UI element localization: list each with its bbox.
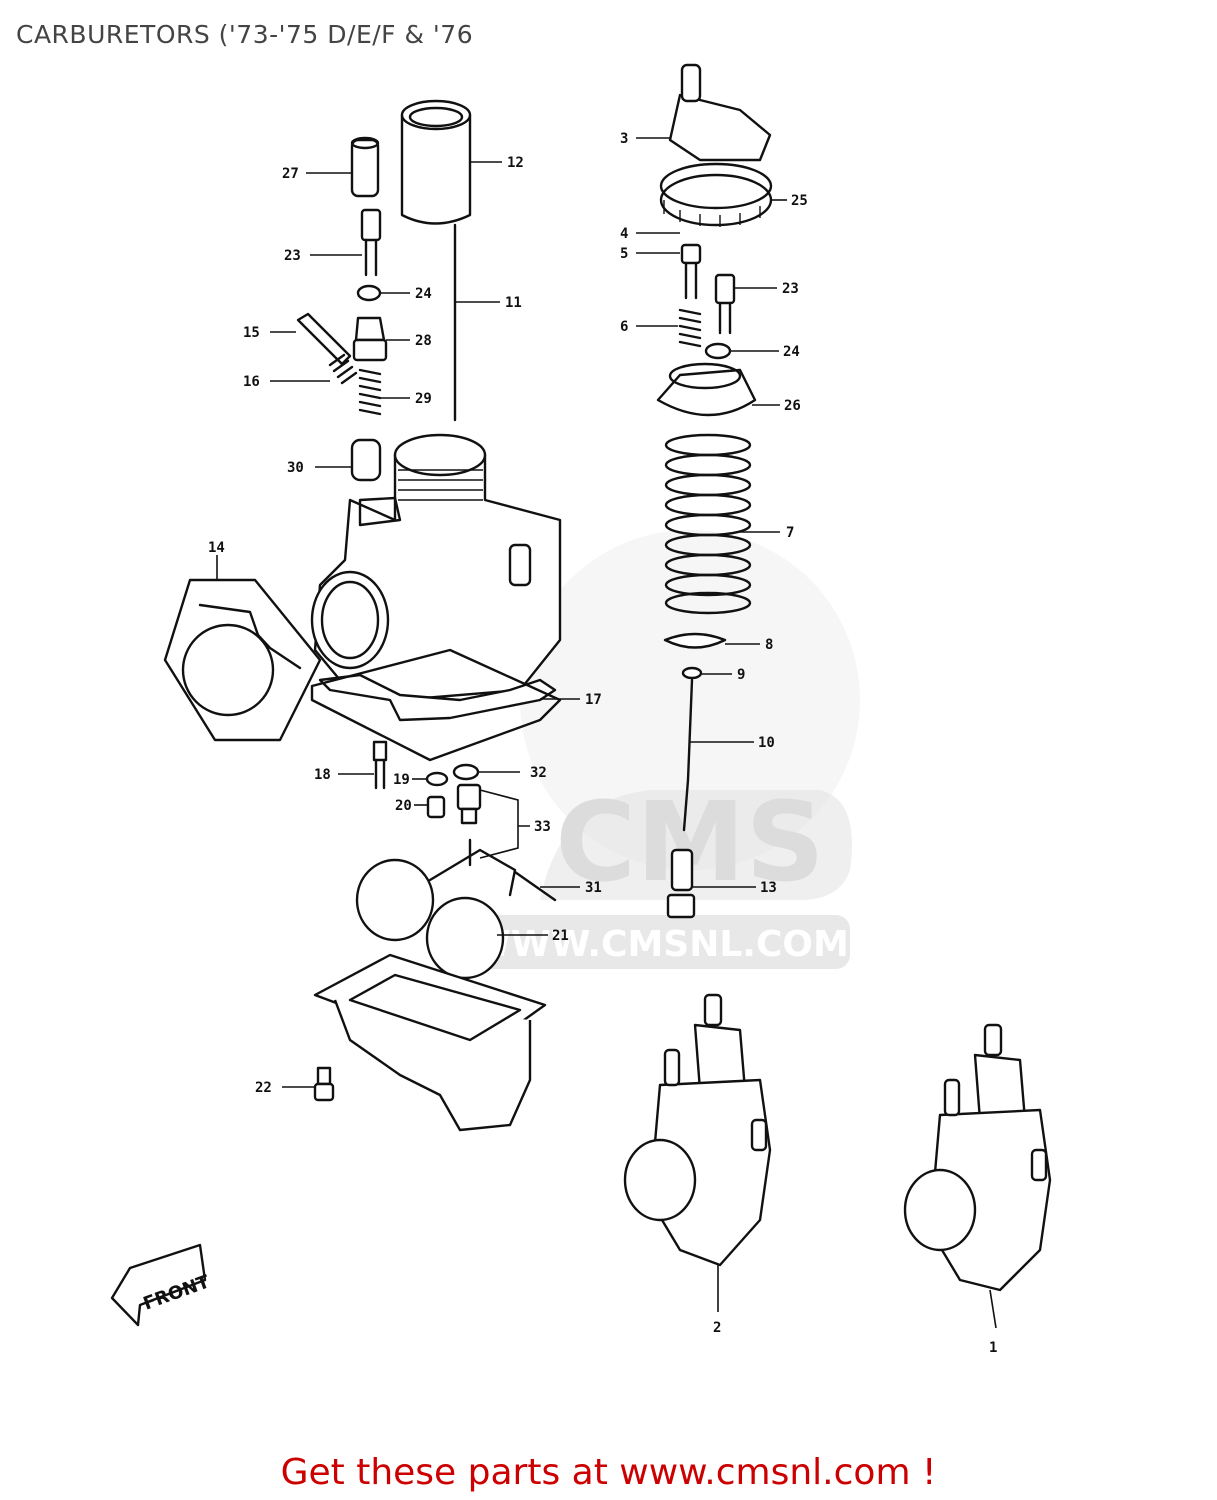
part-20 <box>426 795 446 819</box>
callout-24-left: 24 <box>415 286 432 302</box>
callout-1: 1 <box>989 1340 997 1356</box>
assembled-carburetor-1 <box>903 1023 1052 1292</box>
assembled-carburetor-2 <box>623 993 772 1267</box>
callout-22: 22 <box>255 1080 272 1096</box>
callout-18: 18 <box>314 767 331 783</box>
part-18 <box>372 740 388 790</box>
callout-5: 5 <box>620 246 628 262</box>
callout-27: 27 <box>282 166 299 182</box>
part-26 <box>656 362 757 417</box>
part-13 <box>666 848 696 919</box>
part-12-cylinder <box>400 99 472 225</box>
callout-3: 3 <box>620 131 628 147</box>
callout-10: 10 <box>758 735 775 751</box>
callout-19: 19 <box>393 772 410 788</box>
callout-25: 25 <box>791 193 808 209</box>
part-16 <box>328 353 358 385</box>
part-32 <box>452 763 480 781</box>
callouts: 1 2 3 4 5 7 6 8 9 10 11 12 13 14 15 16 1… <box>208 131 997 1356</box>
part-17-gasket <box>310 648 562 762</box>
part-7-spring <box>664 433 752 615</box>
part-14-bracket <box>163 578 322 742</box>
part-21-floats <box>355 848 517 980</box>
part-5-screw <box>680 243 702 300</box>
watermark-url: WWW.CMSNL.COM <box>471 924 849 965</box>
part-24-left <box>356 284 382 302</box>
carburetor-body <box>310 433 562 722</box>
part-19 <box>425 771 449 787</box>
callout-30: 30 <box>287 460 304 476</box>
callout-23-left: 23 <box>284 248 301 264</box>
part-27 <box>350 136 380 198</box>
part-23-right <box>714 273 736 335</box>
part-8-clip <box>663 632 727 649</box>
callout-11: 11 <box>505 295 522 311</box>
part-10-needle <box>682 678 694 832</box>
callout-26: 26 <box>784 398 801 414</box>
part-22 <box>313 1066 335 1102</box>
callout-14: 14 <box>208 540 225 556</box>
callout-7: 7 <box>786 525 794 541</box>
callout-20: 20 <box>395 798 412 814</box>
part-30 <box>350 438 382 482</box>
part-24-right <box>704 342 732 360</box>
callout-16: 16 <box>243 374 260 390</box>
part-23-left <box>360 208 382 277</box>
callout-24-right: 24 <box>783 344 800 360</box>
callout-17: 17 <box>585 692 602 708</box>
part-15 <box>296 312 352 366</box>
callout-8: 8 <box>765 637 773 653</box>
float-bowl <box>313 953 547 1132</box>
callout-28: 28 <box>415 333 432 349</box>
callout-4: 4 <box>620 226 628 242</box>
front-arrow: FRONT <box>110 1243 213 1327</box>
part-25-ring <box>659 162 773 227</box>
page-title: CARBURETORS ('73-'75 D/E/F & '76 <box>16 20 474 49</box>
callout-13: 13 <box>760 880 777 896</box>
buy-parts-link[interactable]: Get these parts at www.cmsnl.com ! <box>280 1452 937 1493</box>
callout-2: 2 <box>713 1320 721 1336</box>
callout-33: 33 <box>534 819 551 835</box>
callout-32: 32 <box>530 765 547 781</box>
part-29-spring <box>358 368 382 416</box>
callout-15: 15 <box>243 325 260 341</box>
part-3-cap <box>668 63 772 162</box>
part-31 <box>468 838 557 902</box>
callout-21: 21 <box>552 928 569 944</box>
callout-12: 12 <box>507 155 524 171</box>
part-28 <box>352 316 388 362</box>
part-9 <box>681 666 703 680</box>
callout-23-right: 23 <box>782 281 799 297</box>
part-6 <box>678 308 702 348</box>
callout-29: 29 <box>415 391 432 407</box>
callout-31: 31 <box>585 880 602 896</box>
part-33 <box>456 783 482 825</box>
callout-6: 6 <box>620 319 628 335</box>
callout-9: 9 <box>737 667 745 683</box>
